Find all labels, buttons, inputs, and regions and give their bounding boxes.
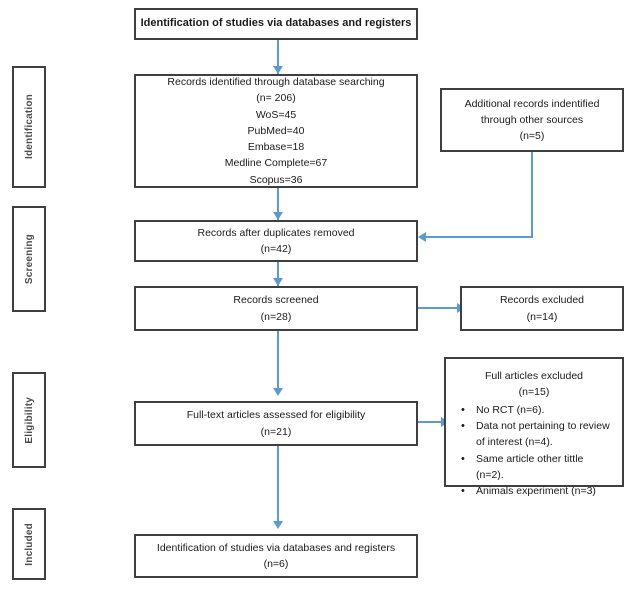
box-records-screened-line-2: (n=28) xyxy=(260,310,292,323)
box-additional-records: Additional records indentified through o… xyxy=(440,88,624,152)
connector-database-search-to-duplicates xyxy=(277,188,279,220)
box-database-search-line-5: Embase=18 xyxy=(247,141,305,154)
phase-label-eligibility-text: Eligibility xyxy=(23,396,35,444)
exclusion-reason-item: Same article other tittle (n=2). xyxy=(461,451,614,484)
box-database-search-line-2: (n= 206) xyxy=(256,92,296,105)
box-additional-records-line-3: (n=5) xyxy=(519,130,545,143)
box-fulltext-excluded-heading-2: (n=15) xyxy=(518,386,550,399)
box-header-identification: Identification of studies via databases … xyxy=(134,8,418,40)
box-fulltext-excluded-heading-1: Full articles excluded xyxy=(484,370,584,382)
box-duplicates-removed-line-1: Records after duplicates removed xyxy=(197,226,355,239)
phase-label-identification-text: Identification xyxy=(23,94,35,160)
phase-label-included: Included xyxy=(12,508,46,580)
box-additional-records-line-2: through other sources xyxy=(480,113,584,126)
phase-label-included-text: Included xyxy=(23,522,35,566)
box-records-excluded-line-2: (n=14) xyxy=(526,310,558,323)
exclusion-reason-list: No RCT (n=6). Data not pertaining to rev… xyxy=(454,402,614,502)
box-fulltext-excluded: Full articles excluded (n=15) No RCT (n=… xyxy=(444,357,624,500)
box-header-line-1: Identification of studies via databases … xyxy=(140,17,412,30)
box-database-search-line-6: Medline Complete=67 xyxy=(224,157,328,170)
arrowhead-database-search-to-duplicates xyxy=(273,212,283,220)
box-records-excluded-line-1: Records excluded xyxy=(499,294,585,307)
phase-label-screening-text: Screening xyxy=(23,233,35,285)
arrowhead-duplicates-to-screened xyxy=(273,278,283,286)
connector-header-to-database-search xyxy=(277,40,279,74)
connector-fulltext-to-included xyxy=(277,446,279,526)
box-fulltext-assessed-line-2: (n=21) xyxy=(260,425,292,438)
box-records-excluded: Records excluded (n=14) xyxy=(460,286,624,331)
arrowhead-header-to-database-search xyxy=(273,66,283,74)
box-database-search-line-4: PubMed=40 xyxy=(247,124,305,137)
connector-additional-records-down xyxy=(531,152,533,238)
box-duplicates-removed-line-2: (n=42) xyxy=(260,243,292,255)
connector-duplicates-to-screened xyxy=(277,262,279,286)
box-database-search-line-3: WoS=45 xyxy=(255,108,297,121)
connector-screened-to-excluded xyxy=(418,307,460,309)
box-additional-records-line-1: Additional records indentified xyxy=(464,97,600,110)
phase-label-identification: Identification xyxy=(12,66,46,188)
box-included-studies-line-1: Identification of studies via databases … xyxy=(156,541,396,554)
box-duplicates-removed: Records after duplicates removed (n=42) xyxy=(134,220,418,262)
box-database-search-line-1: Records identified through database sear… xyxy=(167,76,385,89)
arrowhead-screened-to-fulltext xyxy=(273,388,283,396)
box-included-studies-line-2: (n=6) xyxy=(263,558,289,570)
box-database-search: Records identified through database sear… xyxy=(134,74,418,188)
box-fulltext-assessed-line-1: Full-text articles assessed for eligibil… xyxy=(186,409,366,422)
phase-label-screening: Screening xyxy=(12,206,46,312)
box-records-screened-line-1: Records screened xyxy=(233,294,319,307)
connector-additional-records-left xyxy=(426,236,533,238)
exclusion-reason-item: Animals experiment (n=3) xyxy=(461,483,614,500)
connector-fulltext-to-excluded xyxy=(418,421,444,423)
arrowhead-fulltext-to-included xyxy=(273,521,283,529)
connector-screened-to-fulltext xyxy=(277,331,279,393)
exclusion-reason-item: No RCT (n=6). xyxy=(461,402,614,419)
box-included-studies: Identification of studies via databases … xyxy=(134,534,418,578)
exclusion-reason-item: Data not pertaining to review of interes… xyxy=(461,418,614,451)
phase-label-eligibility: Eligibility xyxy=(12,372,46,468)
box-fulltext-assessed: Full-text articles assessed for eligibil… xyxy=(134,401,418,446)
box-database-search-line-7: Scopus=36 xyxy=(249,173,303,186)
arrowhead-additional-records-to-duplicates xyxy=(418,232,426,242)
box-records-screened: Records screened (n=28) xyxy=(134,286,418,331)
